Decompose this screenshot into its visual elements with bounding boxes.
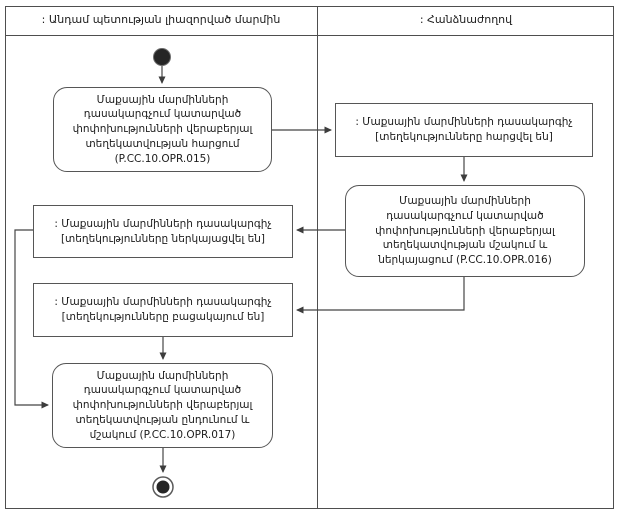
lane-header-separator: [5, 35, 614, 36]
diagram-frame: [5, 6, 614, 509]
action-process-and-submit-info-opr016: Մաքսային մարմինների դասակարգչում կատարվա…: [345, 185, 585, 277]
object-node-name: : Մաքսային մարմինների դասակարգիչ: [355, 116, 573, 129]
object-node-state: [տեղեկությունները հարցվել են]: [375, 131, 553, 143]
object-node-state: [տեղեկությունները ներկայացվել են]: [60, 232, 266, 245]
lane-divider: [317, 6, 318, 509]
object-node-name: : Մաքսային մարմինների դասակարգիչ: [54, 217, 272, 230]
action-receive-and-process-info-opr017: Մաքսային մարմինների դասակարգչում կատարվա…: [52, 363, 273, 448]
lane-title-member-state-authority: : Անդամ պետության լիազորված մարմին: [41, 13, 281, 26]
object-node-state: [տեղեկությունները բացակայում են]: [61, 311, 265, 323]
object-node-name: : Մաքսային մարմինների դասակարգիչ: [54, 296, 272, 309]
object-node-info-missing: : Մաքսային մարմինների դասակարգիչ [տեղեկո…: [33, 283, 293, 337]
object-node-info-requested: : Մաքսային մարմինների դասակարգիչ [տեղեկո…: [335, 103, 593, 157]
object-node-info-presented: : Մաքսային մարմինների դասակարգիչ [տեղեկո…: [33, 205, 293, 258]
action-request-info-opr015: Մաքսային մարմինների դասակարգչում կատարվա…: [53, 87, 272, 172]
lane-title-commission: : Հանձնաժողով: [419, 13, 513, 26]
